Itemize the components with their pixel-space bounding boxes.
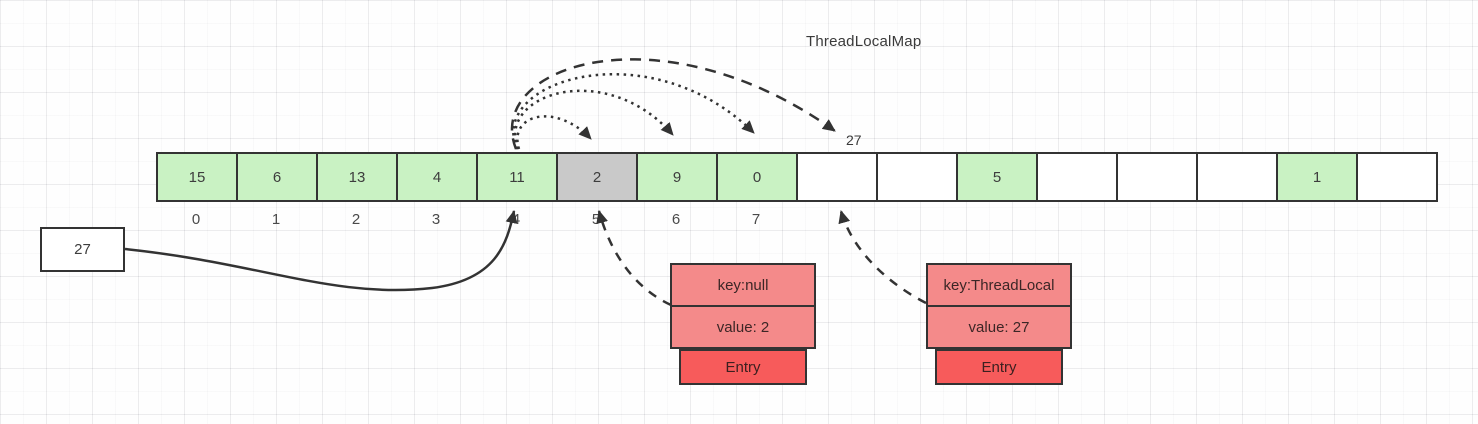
array-index-label-2: 2 [351,211,361,228]
diagram-title: ThreadLocalMap [806,33,922,50]
array-cell-5: 2 [556,152,638,202]
array-index-label-6: 6 [671,211,681,228]
entry-main: key:null value: 2 [670,263,816,349]
entry-box-stale: key:null value: 2 Entry [670,263,816,385]
array-index-label-7: 7 [751,211,761,228]
threadlocal-ref-box: 27 [40,227,125,272]
array-index-label-3: 3 [431,211,441,228]
probe-index-label: 27 [846,132,862,148]
entry-footer: Entry [935,349,1063,385]
array-cell-9 [876,152,958,202]
array-index-labels: 0 1 2 3 4 5 6 7 [156,211,796,228]
entry-key: key:null [717,276,769,294]
array-cell-10: 5 [956,152,1038,202]
array-index-label-0: 0 [191,211,201,228]
probe-arc-to-slot6 [514,89,674,150]
probe-arc-to-slot5 [516,115,592,150]
entry-footer: Entry [679,349,807,385]
array-cell-11 [1036,152,1118,202]
entry-value: value: 2 [672,305,814,347]
array-cell-12 [1116,152,1198,202]
probe-arc-to-slot7 [512,73,755,150]
probe-arc-to-slot8 [510,58,836,150]
entry-box-live: key:ThreadLocal value: 27 Entry [926,263,1072,385]
entry-value: value: 27 [928,305,1070,347]
live-entry-to-slot8-arrow [838,210,927,305]
array-cell-1: 6 [236,152,318,202]
array-cell-13 [1196,152,1278,202]
array-index-label-5: 5 [591,211,601,228]
array-cell-6: 9 [636,152,718,202]
array-index-label-4: 4 [511,211,521,228]
array-cell-8 [796,152,878,202]
array-cell-3: 4 [396,152,478,202]
array-cell-15 [1356,152,1438,202]
entry-main: key:ThreadLocal value: 27 [926,263,1072,349]
array-index-label-1: 1 [271,211,281,228]
array-cell-2: 13 [316,152,398,202]
array-cell-4: 11 [476,152,558,202]
array-cell-7: 0 [716,152,798,202]
array-cell-0: 15 [156,152,238,202]
entry-key: key:ThreadLocal [943,276,1055,294]
array-cell-14: 1 [1276,152,1358,202]
